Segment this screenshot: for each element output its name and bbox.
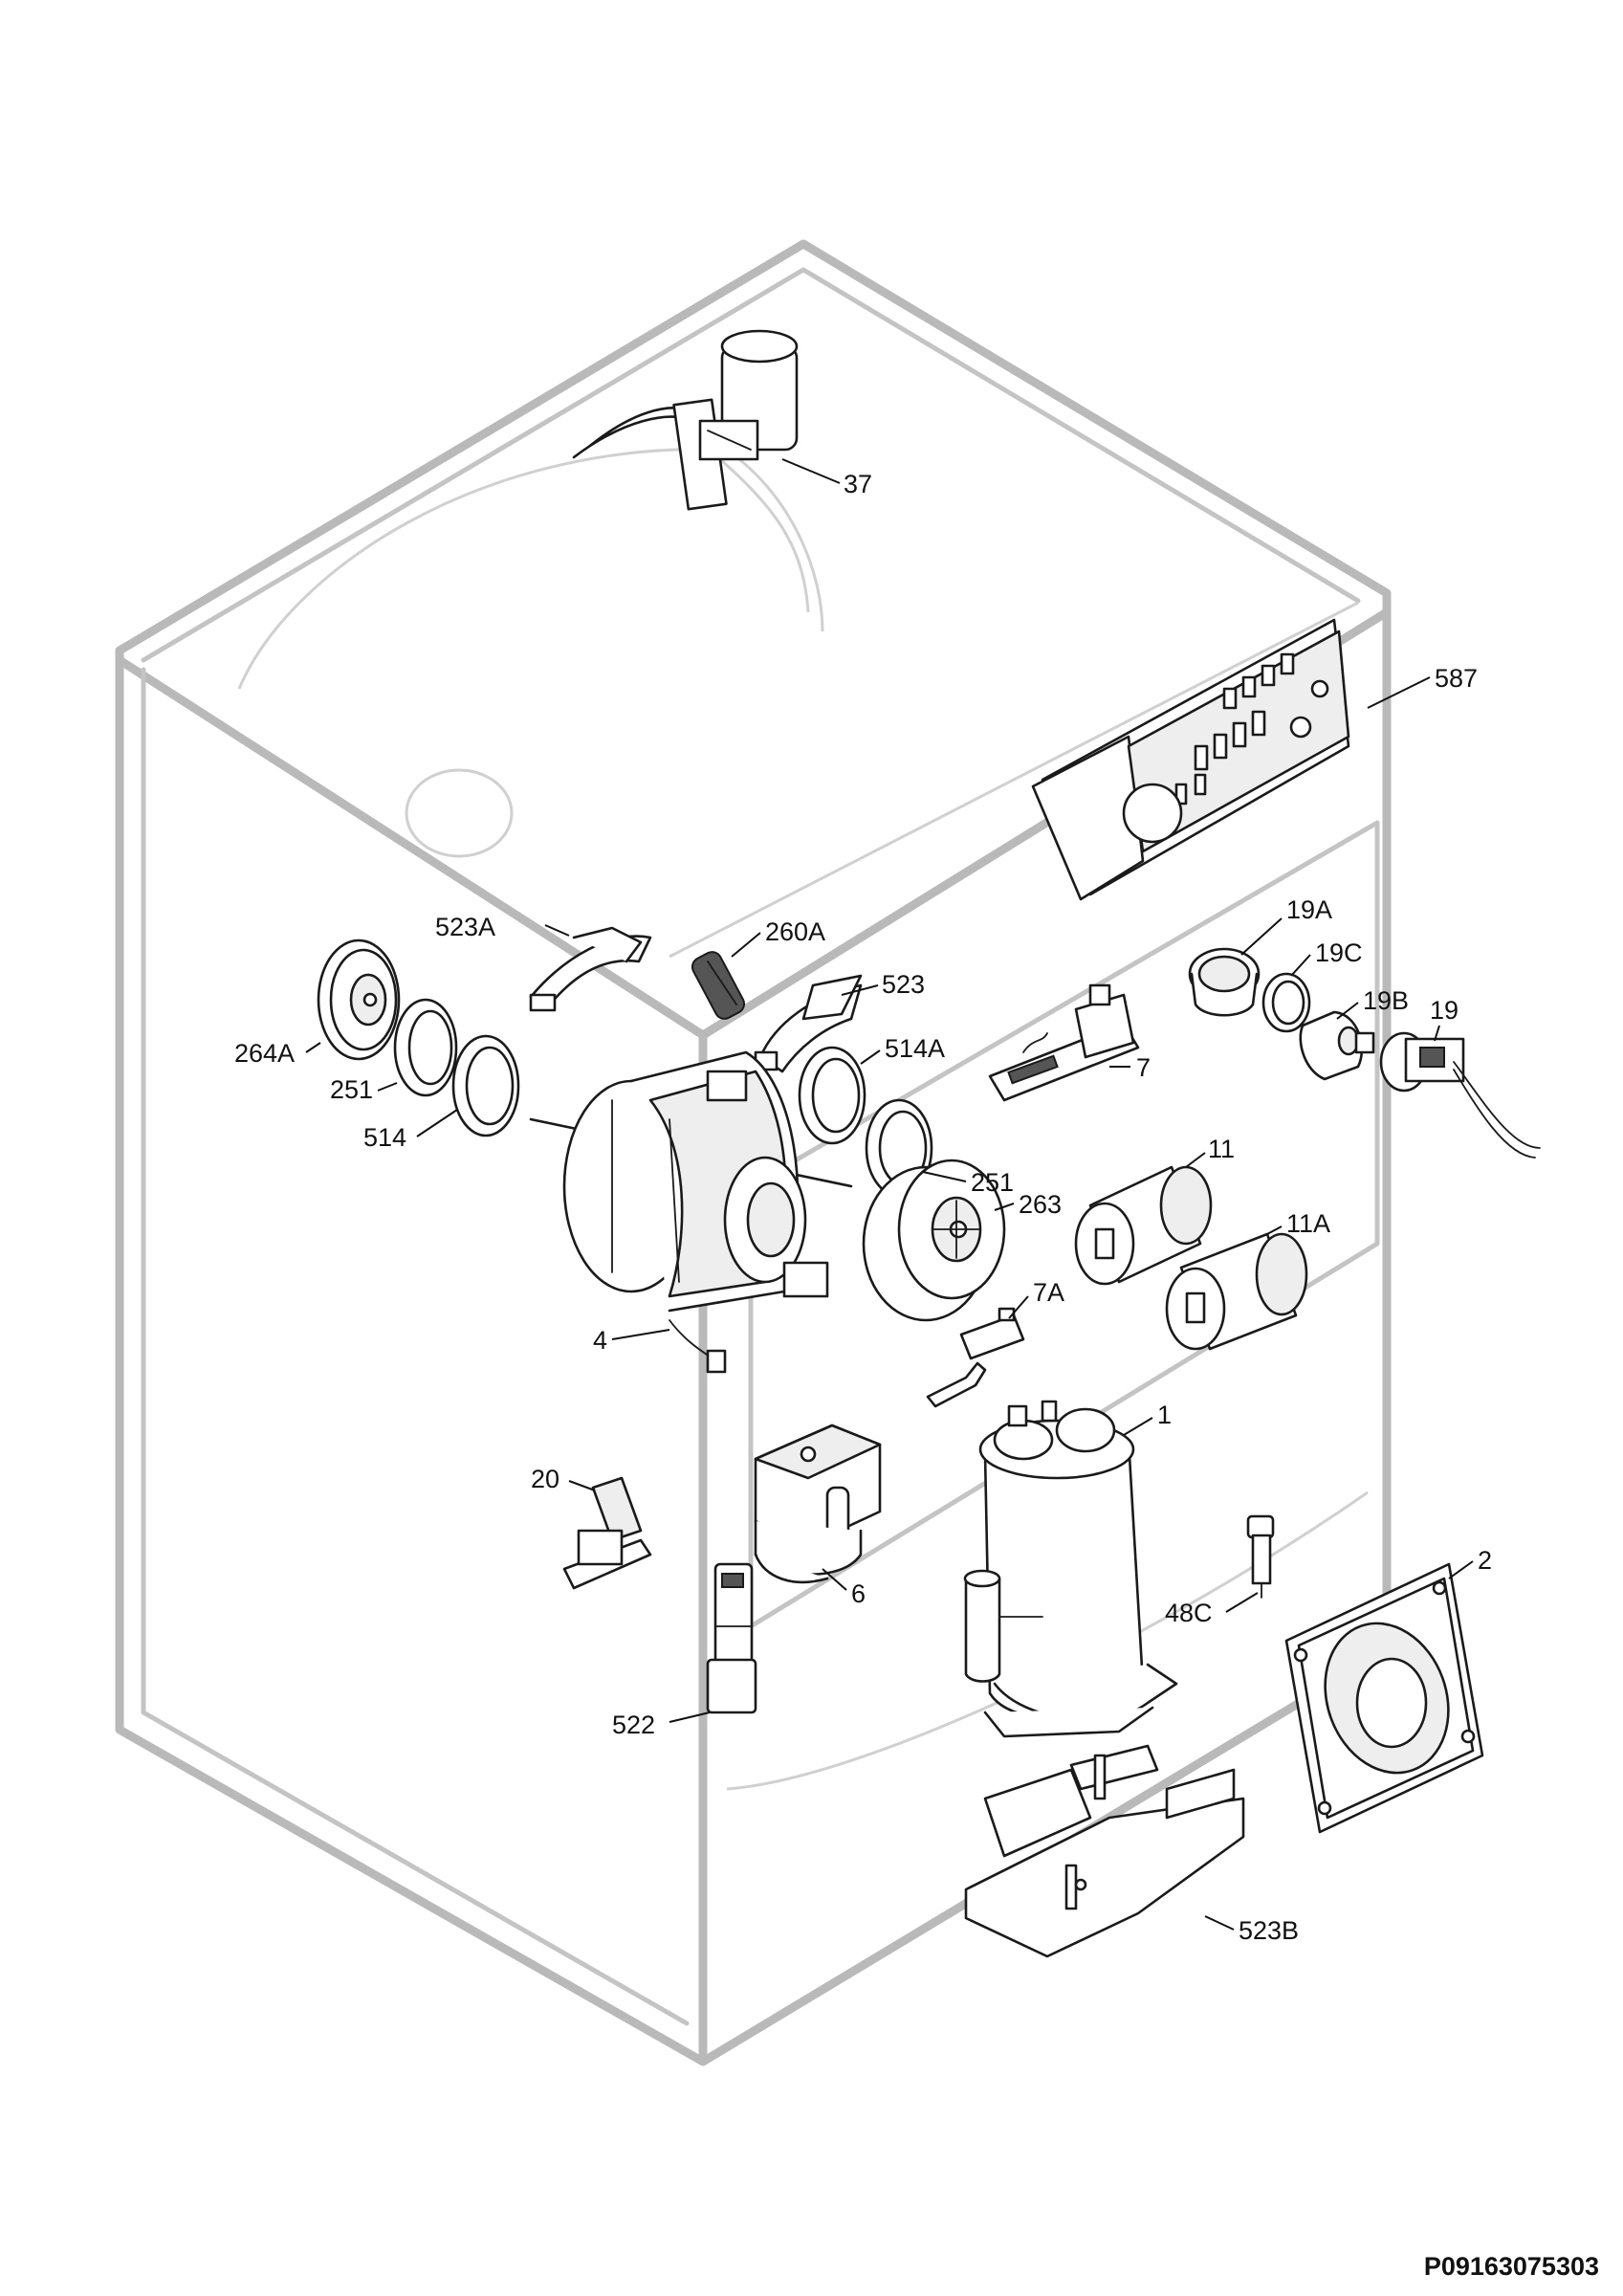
- part-1-compressor: [963, 1400, 1178, 1738]
- part-19c-ring: [1261, 972, 1311, 1033]
- part-4-motor: [529, 1050, 853, 1374]
- part-7a-microswitch: [926, 1307, 1025, 1408]
- callout-523b: 523B: [1239, 1916, 1299, 1945]
- part-19b-cylinder: [1299, 1010, 1375, 1081]
- callout-523: 523: [882, 970, 925, 999]
- part-260a-spring: [691, 951, 746, 1020]
- callout-4: 4: [593, 1326, 607, 1355]
- callout-48c: 48C: [1165, 1599, 1213, 1627]
- part-37-interference-filter: [572, 329, 799, 511]
- part-523a-bracket: [529, 926, 652, 1012]
- part-522-door-switch: [706, 1562, 757, 1714]
- part-514-ring: [451, 1034, 520, 1137]
- callout-37: 37: [844, 470, 872, 498]
- part-48c-sensor: [1246, 1514, 1275, 1599]
- callout-522: 522: [612, 1711, 655, 1739]
- callout-1: 1: [1157, 1401, 1172, 1429]
- part-19-thermostat: [1379, 1031, 1541, 1159]
- part-523-bracket: [754, 974, 863, 1073]
- callout-19a: 19A: [1286, 895, 1332, 924]
- callout-263: 263: [1019, 1190, 1062, 1219]
- part-251-ring-left: [393, 998, 458, 1097]
- callout-251-left: 251: [330, 1075, 373, 1104]
- leader-lines: [305, 458, 1474, 1931]
- part-11a-capacitor: [1165, 1232, 1308, 1351]
- part-20-latch: [562, 1476, 652, 1590]
- callout-7: 7: [1136, 1053, 1151, 1082]
- part-11-capacitor: [1074, 1165, 1213, 1286]
- part-2-fan: [1284, 1562, 1484, 1834]
- callout-523a: 523A: [435, 913, 495, 941]
- diagram-code: P09163075303: [1424, 2252, 1599, 2281]
- callout-6: 6: [851, 1579, 866, 1608]
- part-523b-base-plate: [964, 1744, 1245, 1958]
- part-514a-ring: [798, 1046, 866, 1145]
- callout-11: 11: [1208, 1135, 1235, 1163]
- callout-7a: 7A: [1033, 1278, 1064, 1307]
- callout-19c: 19C: [1315, 938, 1363, 967]
- callout-587: 587: [1435, 664, 1478, 693]
- callout-19b: 19B: [1363, 986, 1409, 1015]
- part-587-electronic-board: [1031, 618, 1350, 901]
- callout-260a: 260A: [765, 917, 825, 946]
- callout-514a: 514A: [885, 1034, 945, 1063]
- part-263-drum-pulley: [862, 1159, 1006, 1322]
- callout-19: 19: [1430, 996, 1459, 1025]
- callout-514: 514: [363, 1123, 406, 1152]
- callout-20: 20: [531, 1465, 559, 1493]
- callout-2: 2: [1478, 1546, 1492, 1575]
- part-264a-pulley: [317, 938, 401, 1061]
- callout-264a: 264A: [234, 1039, 295, 1068]
- callout-labels: 37 587 523A 260A 523 19A 19C 19B 19 264A…: [234, 470, 1599, 2281]
- part-6-pump: [754, 1424, 882, 1584]
- callout-11a: 11A: [1286, 1209, 1330, 1238]
- part-7-switch: [988, 983, 1140, 1102]
- part-19a-cup: [1188, 947, 1261, 1017]
- callout-251-right: 251: [971, 1168, 1014, 1197]
